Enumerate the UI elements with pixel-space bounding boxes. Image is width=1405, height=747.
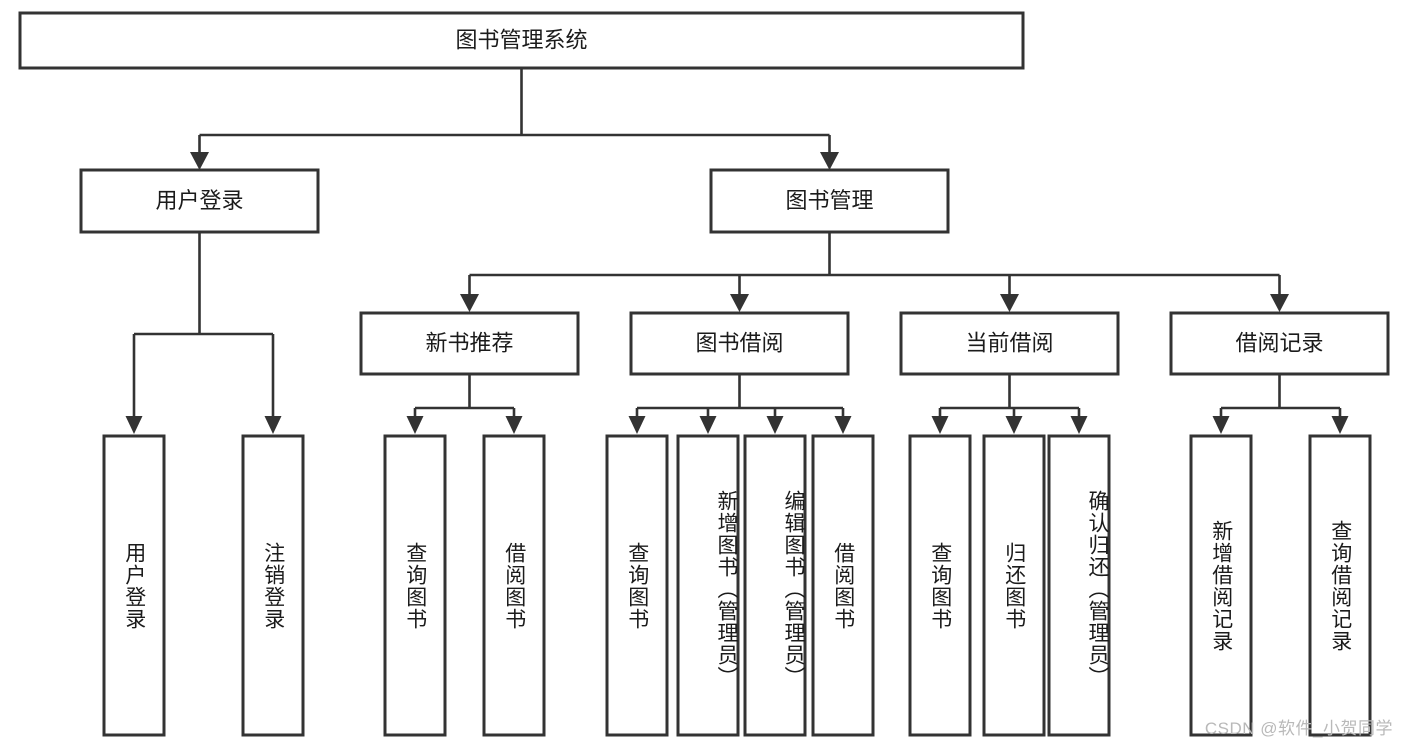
connector-group-borrow-record — [1212, 374, 1349, 434]
node-user-login[interactable]: 用户登录 — [79, 168, 320, 234]
csdn-watermark: CSDN @软件_小贺同学 — [1204, 719, 1393, 738]
node-root-box[interactable] — [18, 11, 1025, 70]
arrow-bm-to-current-borrow — [1000, 294, 1019, 312]
node-user-login-box[interactable] — [79, 168, 320, 234]
node-new-book-rec-label: 新书推荐 — [425, 330, 513, 355]
node-new-book-rec[interactable]: 新书推荐 — [359, 311, 580, 376]
arrow-root-to-user-login — [190, 152, 209, 170]
leaf-box-user-login[interactable] — [102, 434, 166, 737]
arrow-ul-leaf1 — [125, 416, 143, 434]
arrow-bb-leaf4 — [834, 416, 852, 434]
arrow-cb-leaf2 — [1005, 416, 1023, 434]
arrow-root-to-book-manage — [820, 152, 839, 170]
leaf-box-return-book[interactable] — [982, 434, 1046, 737]
connector-group-user-login — [125, 232, 282, 434]
node-current-borrow[interactable]: 当前借阅 — [899, 311, 1120, 376]
node-current-borrow-box[interactable] — [899, 311, 1120, 376]
connector-group-current-borrow — [931, 374, 1088, 434]
arrow-br-leaf2 — [1331, 416, 1349, 434]
arrow-bm-to-book-borrow — [730, 294, 749, 312]
node-user-login-label: 用户登录 — [155, 188, 243, 213]
arrow-bm-to-borrow-record — [1270, 294, 1289, 312]
node-borrow-record[interactable]: 借阅记录 — [1169, 311, 1390, 376]
arrow-cb-leaf3 — [1070, 416, 1088, 434]
arrow-bb-leaf3 — [766, 416, 784, 434]
arrow-ul-leaf2 — [264, 416, 282, 434]
node-borrow-record-label: 借阅记录 — [1235, 330, 1323, 355]
node-book-manage-box[interactable] — [709, 168, 950, 234]
node-root[interactable]: 图书管理系统 — [18, 11, 1025, 70]
arrow-bb-leaf2 — [699, 416, 717, 434]
node-book-borrow-label: 图书借阅 — [695, 330, 783, 355]
arrow-cb-leaf1 — [931, 416, 949, 434]
node-borrow-record-box[interactable] — [1169, 311, 1390, 376]
connector-group-book-borrow — [628, 374, 852, 434]
leaf-box-query-book-bb[interactable] — [605, 434, 669, 737]
arrow-bm-to-new-book — [460, 294, 479, 312]
node-book-manage[interactable]: 图书管理 — [709, 168, 950, 234]
leaf-box-edit-book[interactable] — [743, 434, 807, 737]
node-current-borrow-label: 当前借阅 — [965, 330, 1053, 355]
arrow-nbr-leaf2 — [505, 416, 523, 434]
leaf-box-confirm-return[interactable] — [1047, 434, 1111, 737]
leaf-box-query-book-new[interactable] — [383, 434, 447, 737]
node-book-manage-label: 图书管理 — [785, 188, 873, 213]
leaf-box-add-book[interactable] — [676, 434, 740, 737]
connector-group-book-manage — [460, 232, 1289, 312]
leaf-box-add-record[interactable] — [1189, 434, 1253, 737]
arrow-bb-leaf1 — [628, 416, 646, 434]
node-new-book-rec-box[interactable] — [359, 311, 580, 376]
arrow-br-leaf1 — [1212, 416, 1230, 434]
leaf-box-borrow-book-new[interactable] — [482, 434, 546, 737]
leaf-box-query-book-cb[interactable] — [908, 434, 972, 737]
leaf-box-borrow-book-bb[interactable] — [811, 434, 875, 737]
connector-group-root — [190, 68, 839, 170]
connector-group-new-book-rec — [406, 374, 523, 434]
leaf-box-query-record[interactable] — [1308, 434, 1372, 737]
node-root-label: 图书管理系统 — [455, 27, 587, 52]
node-book-borrow[interactable]: 图书借阅 — [629, 311, 850, 376]
leaf-box-logout-login[interactable] — [241, 434, 305, 737]
leaf-boxes-group — [102, 434, 1372, 737]
arrow-nbr-leaf1 — [406, 416, 424, 434]
node-book-borrow-box[interactable] — [629, 311, 850, 376]
